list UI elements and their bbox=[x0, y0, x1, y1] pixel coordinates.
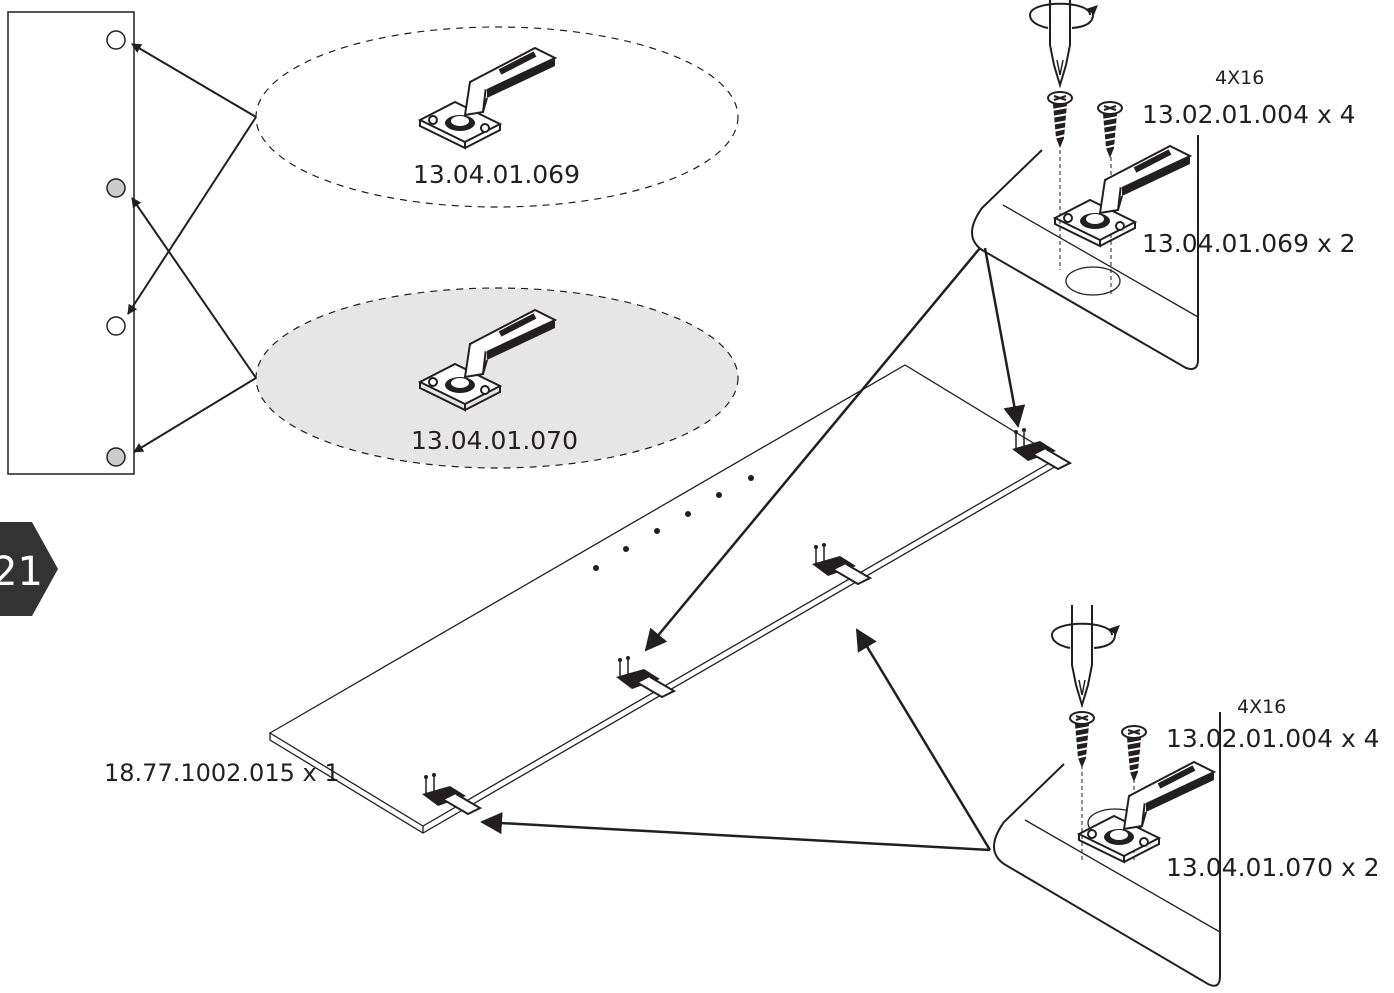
step-badge: 21 bbox=[0, 522, 58, 616]
bottom-hinge-code: 13.04.01.070 x 2 bbox=[1166, 853, 1380, 882]
hole-3 bbox=[106, 316, 126, 336]
detail-top: 4X16 13.02.01.004 x 4 13.04.01.069 x 2 bbox=[971, 0, 1356, 370]
door-panel bbox=[268, 364, 1071, 834]
hole-2 bbox=[106, 178, 126, 198]
top-screw-size: 4X16 bbox=[1215, 67, 1264, 89]
top-screw-code: 13.02.01.004 x 4 bbox=[1142, 100, 1356, 129]
hinge-callout-upper: 13.04.01.069 bbox=[255, 26, 739, 208]
hinge-code-upper: 13.04.01.069 bbox=[413, 160, 580, 189]
panel-code: 18.77.1002.015 x 1 bbox=[104, 759, 340, 787]
top-hinge-code: 13.04.01.069 x 2 bbox=[1142, 229, 1356, 258]
hole-1 bbox=[106, 30, 126, 50]
bottom-screw-size: 4X16 bbox=[1237, 696, 1286, 718]
hinge-callout-lower: 13.04.01.070 bbox=[255, 287, 739, 469]
detail-bottom: 4X16 13.02.01.004 x 4 13.04.01.070 x 2 bbox=[993, 604, 1380, 987]
hole-4 bbox=[106, 447, 126, 467]
assembly-arrows bbox=[480, 247, 1026, 852]
step-number: 21 bbox=[0, 549, 43, 595]
hole-arrows bbox=[127, 43, 257, 453]
hinge-code-lower: 13.04.01.070 bbox=[411, 426, 578, 455]
side-panel bbox=[7, 11, 135, 475]
bottom-screw-code: 13.02.01.004 x 4 bbox=[1166, 724, 1380, 753]
